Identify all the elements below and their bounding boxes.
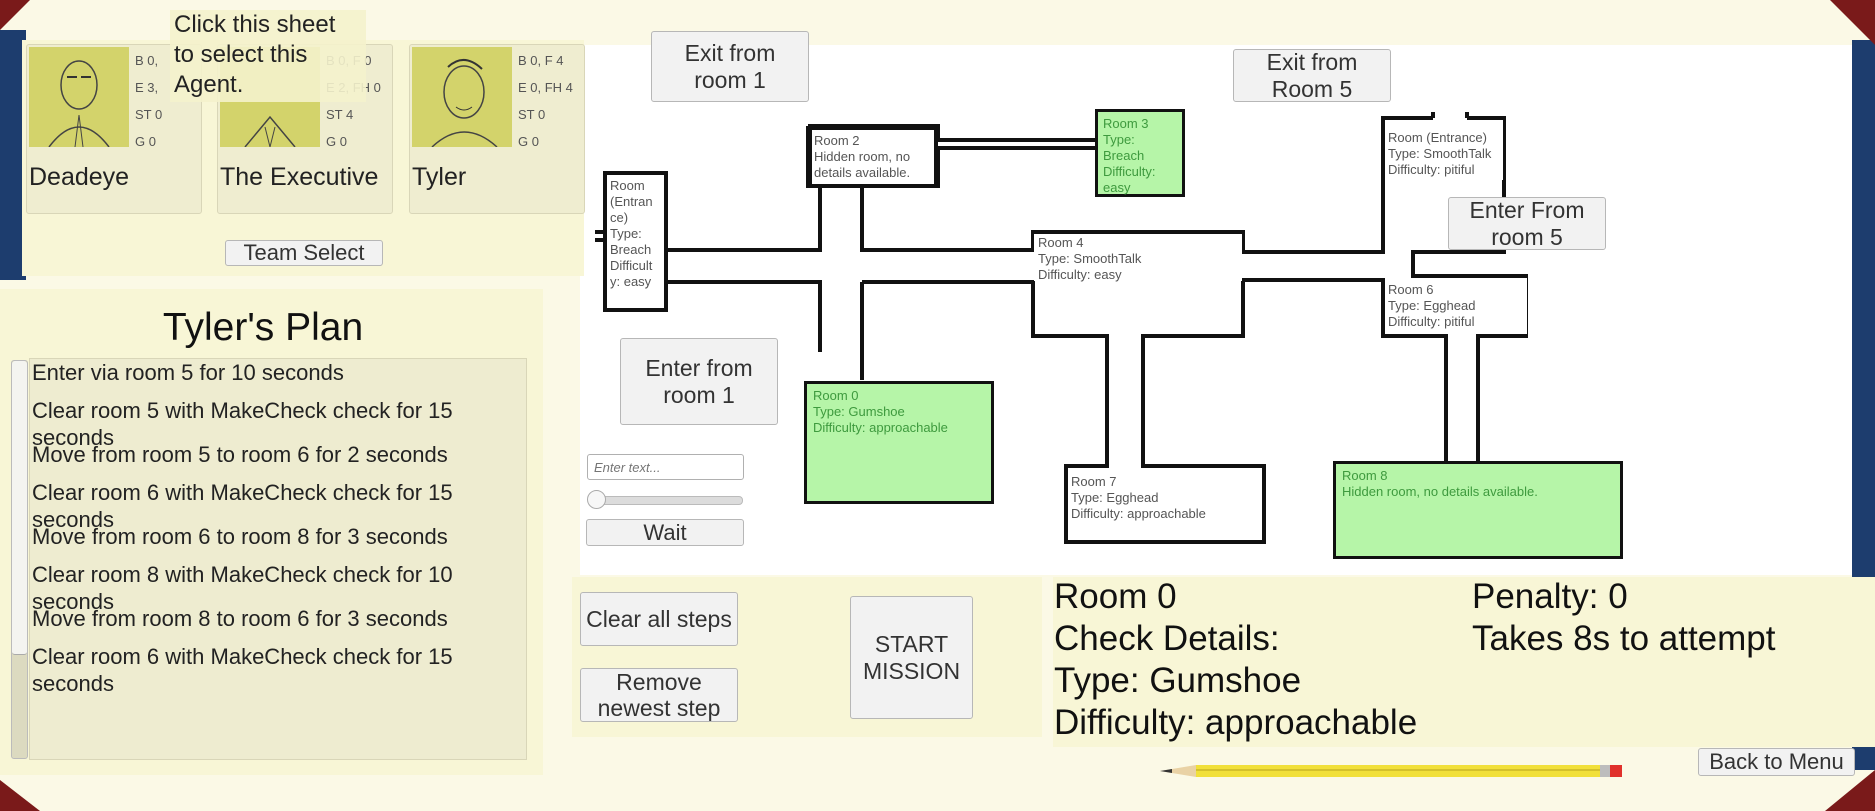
team-select-button[interactable]: Team Select	[225, 240, 383, 266]
exit-room1-button[interactable]: Exit from room 1	[651, 31, 809, 102]
clear-all-steps-button[interactable]: Clear all steps	[580, 592, 738, 646]
agent-portrait-deadeye	[29, 47, 129, 147]
corner-bottom-left	[0, 780, 40, 811]
back-to-menu-button[interactable]: Back to Menu	[1698, 748, 1855, 776]
detail-attempt-time: Takes 8s to attempt	[1472, 619, 1776, 658]
agent-name: Deadeye	[29, 163, 130, 191]
plan-step[interactable]: Clear room 5 with MakeCheck check for 15…	[32, 398, 453, 450]
agent-stats: B 0, F 4 E 0, FH 4 ST 0 G 0	[518, 53, 573, 149]
room-8[interactable]: Room 8 Hidden room, no details available…	[1333, 461, 1623, 559]
left-binder-strip	[0, 30, 26, 280]
room-details-left: Room 0 Check Details: Type: Gumshoe Diff…	[1054, 576, 1417, 744]
room-entrance-left[interactable]: Room (Entran ce) Type: Breach Difficult …	[607, 176, 664, 308]
room-5-entrance[interactable]: Room (Entrance) Type: SmoothTalk Difficu…	[1385, 120, 1503, 180]
room-3[interactable]: Room 3 Type: Breach Difficulty: easy	[1095, 109, 1185, 197]
corner-top-right	[1830, 0, 1875, 45]
plan-step[interactable]: Clear room 6 with MakeCheck check for 15…	[32, 644, 453, 696]
agent-name: Tyler	[412, 163, 467, 191]
plan-step[interactable]: Move from room 8 to room 6 for 3 seconds	[32, 606, 448, 631]
plan-title: Tyler's Plan	[162, 306, 364, 349]
plan-step[interactable]: Clear room 8 with MakeCheck check for 10…	[32, 562, 453, 614]
room-0[interactable]: Room 0 Type: Gumshoe Difficulty: approac…	[804, 381, 994, 504]
tooltip: Click this sheet to select this Agent.	[170, 10, 366, 102]
plan-step[interactable]: Clear room 6 with MakeCheck check for 15…	[32, 480, 453, 532]
corner-top-left	[0, 0, 30, 30]
corner-bottom-right	[1825, 770, 1875, 811]
room-2[interactable]: Room 2 Hidden room, no details available…	[808, 126, 938, 188]
start-mission-button[interactable]: START MISSION	[850, 596, 973, 719]
wait-slider-handle[interactable]	[587, 490, 606, 509]
wait-button[interactable]: Wait	[586, 519, 744, 546]
plan-scrollbar-thumb[interactable]	[12, 361, 27, 655]
room-4[interactable]: Room 4 Type: SmoothTalk Difficulty: easy	[1034, 234, 1242, 282]
room-details-right: Penalty: 0 Takes 8s to attempt	[1472, 576, 1775, 660]
detail-check-details: Check Details:	[1054, 619, 1280, 658]
room-details-panel	[1053, 577, 1875, 747]
agent-name: The Executive	[220, 163, 379, 191]
wait-slider-track	[591, 496, 743, 505]
agent-card-tyler[interactable]: B 0, F 4 E 0, FH 4 ST 0 G 0 Tyler	[409, 44, 585, 214]
wait-time-input[interactable]	[587, 454, 744, 480]
detail-room: Room 0	[1054, 577, 1177, 616]
room-7[interactable]: Room 7 Type: Egghead Difficulty: approac…	[1068, 468, 1262, 540]
agent-portrait-tyler	[412, 47, 512, 147]
room-6[interactable]: Room 6 Type: Egghead Difficulty: pitiful	[1385, 278, 1527, 334]
wait-slider[interactable]	[587, 490, 745, 510]
exit-room5-button[interactable]: Exit from Room 5	[1233, 49, 1391, 102]
plan-step[interactable]: Move from room 5 to room 6 for 2 seconds	[32, 442, 448, 467]
remove-newest-step-button[interactable]: Remove newest step	[580, 668, 738, 722]
plan-steps-list: Enter via room 5 for 10 seconds Clear ro…	[29, 358, 527, 760]
detail-type: Type: Gumshoe	[1054, 661, 1302, 700]
detail-penalty: Penalty: 0	[1472, 577, 1628, 616]
plan-step[interactable]: Move from room 6 to room 8 for 3 seconds	[32, 524, 448, 549]
plan-scrollbar[interactable]	[11, 360, 28, 759]
detail-difficulty: Difficulty: approachable	[1054, 703, 1418, 742]
enter-room5-button[interactable]: Enter From room 5	[1448, 197, 1606, 250]
enter-room1-button[interactable]: Enter from room 1	[620, 338, 778, 425]
agent-stats: B 0, E 3, ST 0 G 0	[135, 53, 163, 149]
plan-step[interactable]: Enter via room 5 for 10 seconds	[32, 360, 344, 385]
pencil-icon	[1160, 765, 1622, 777]
